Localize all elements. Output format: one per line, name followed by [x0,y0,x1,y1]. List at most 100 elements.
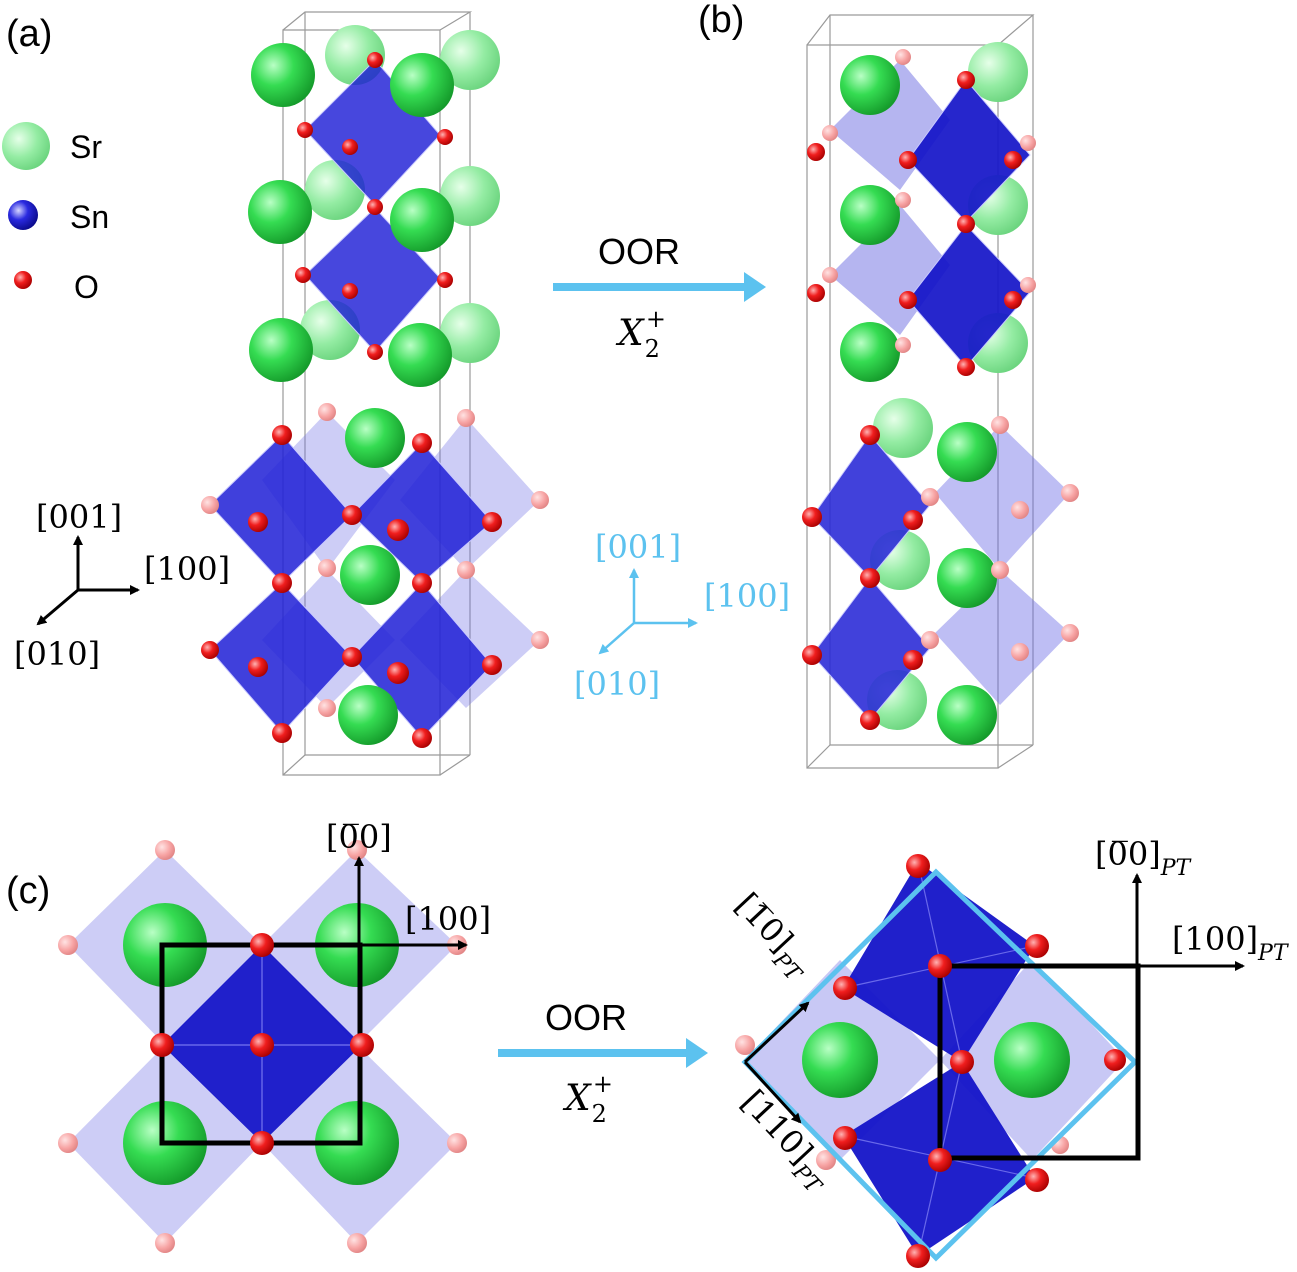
o-atom [342,505,362,525]
sr-atom [440,166,500,226]
o-atom [58,1133,78,1153]
o-atom [318,699,336,717]
o-atom [457,409,475,427]
o-atom [899,291,917,309]
o-atom [1020,277,1036,293]
o-atom [957,358,975,376]
o-atom [802,507,822,527]
sr-atom [249,318,313,382]
o-atom [807,143,825,161]
sr-atom [248,180,312,244]
o-atom [58,935,78,955]
o-atom [272,425,292,445]
axis-label-001: [001] [36,498,122,536]
o-atom [1061,624,1079,642]
o-atom [347,1233,367,1253]
sr-atom [390,188,454,252]
o-atom [833,976,857,1000]
o-atom [1011,501,1029,519]
unit-cell-box-c-right [937,963,1141,1161]
o-atom [906,854,930,878]
structure-c-right: [0̅0]PT [100]PT [1̅0]PT [110]PT [722,835,1290,1268]
o-atom [921,488,939,506]
o-atom [928,1148,952,1172]
o-atom [248,657,268,677]
legend-sr-label: Sr [70,129,102,165]
sr-atom [340,545,400,605]
sr-atom [937,685,997,745]
o-atom [1025,1168,1049,1192]
o-atom [250,1131,274,1155]
structure-c-left: [0̅0] [100] [58,818,491,1253]
sr-atom [840,185,900,245]
o-atom [921,631,939,649]
o-atom [367,344,383,360]
o-atom [1004,291,1022,309]
o-atom [367,52,383,68]
sr-atom [345,408,405,468]
axes-a: [001] [100] [010] [14,498,230,673]
legend-sr-atom [2,122,50,170]
o-atom [991,416,1009,434]
o-atoms-a [201,52,549,748]
o-atom [437,272,453,288]
o-atom [342,139,358,155]
sr-atom [338,685,398,745]
o-atom [342,283,358,299]
o-atom [957,215,975,233]
sr-atom [840,322,900,382]
rotated-cell-box [741,868,1139,1262]
o-atom [895,337,911,353]
panel-label-c: (c) [6,870,50,912]
o-atom [895,192,911,208]
oor-label-top: OOR [598,231,680,272]
sr-atom [873,398,933,458]
sr-atom [937,422,997,482]
axis-label-001-b: [001] [595,528,681,566]
o-atom [906,1244,930,1268]
o-atom [1061,484,1079,502]
o-atom [822,125,838,141]
structure-a [201,11,549,776]
o-atom [735,1035,755,1055]
sr-atom [840,55,900,115]
o-atom [531,631,549,649]
o-atom [387,519,409,541]
axis-label-010: [010] [14,635,100,673]
o-atom [272,573,292,593]
o-atom [155,1233,175,1253]
sr-atom [440,303,500,363]
o-atom [1011,643,1029,661]
o-atom [1020,135,1036,151]
o-atoms-b [802,49,1079,730]
axis-label-1-10-pt: [1̅0]PT [722,886,822,989]
o-atom [318,559,336,577]
legend-sn-atom [8,200,38,230]
o-atom [482,512,502,532]
o-atom [895,49,911,65]
axis-label-010-b: [010] [574,665,660,703]
o-atom [248,512,268,532]
axis-label-100-b: [100] [704,577,790,615]
axes-b: [001] [100] [010] [574,528,790,703]
o-atom [991,561,1009,579]
o-atom [860,710,880,730]
o-atom [412,433,432,453]
o-atom [1025,934,1049,958]
o-atom [201,496,219,514]
o-atom [155,840,175,860]
oor-label-bottom: OOR [545,997,627,1038]
irrep-label-top: X2+ [615,305,666,363]
o-atom [950,1050,974,1074]
o-atom [272,723,292,743]
o-atom [531,491,549,509]
legend: Sr Sn O [2,122,109,305]
o-atom [860,568,880,588]
o-atom [807,284,825,302]
sr-atom [968,42,1028,102]
transform-arrow-bottom: OOR X2+ [498,997,708,1128]
axis-label-100-c: [100] [405,900,491,938]
structure-b [802,14,1079,769]
sr-atom [388,323,452,387]
o-atom [367,199,383,215]
